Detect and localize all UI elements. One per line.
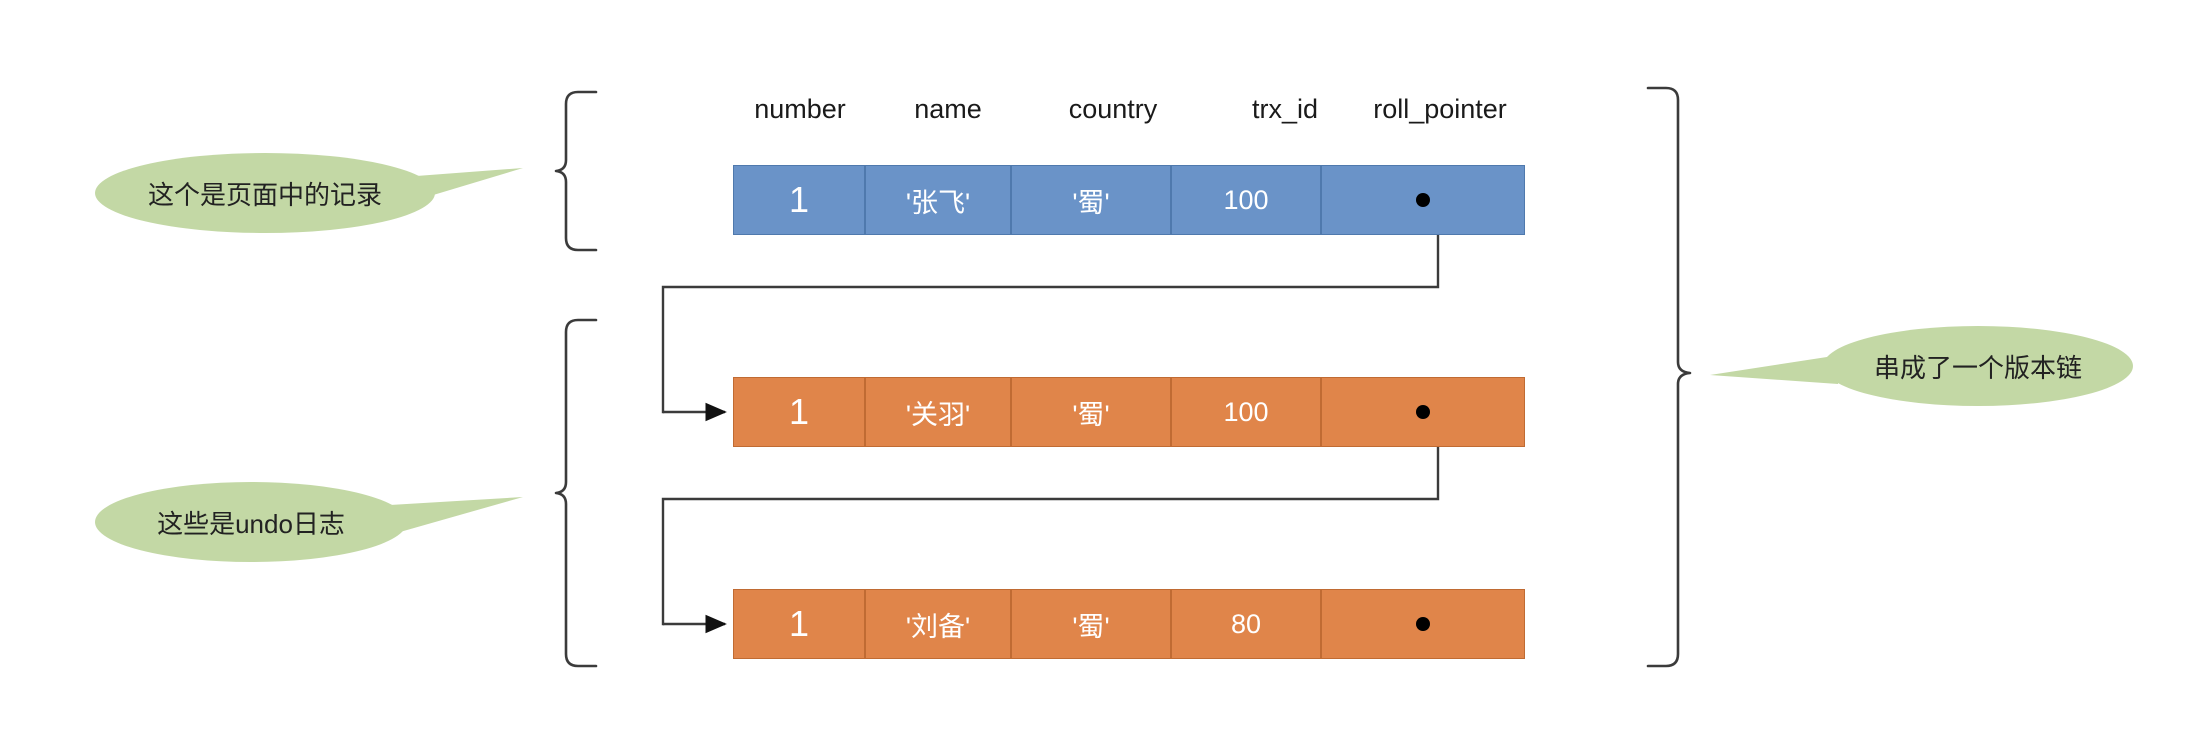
column-header-name: name — [914, 94, 982, 124]
cell-number: 1 — [733, 589, 865, 659]
bracket-undo-logs-icon — [554, 318, 598, 668]
callout-tail-version-chain-icon — [1710, 355, 1840, 384]
cell-number: 1 — [733, 377, 865, 447]
cell-roll-pointer — [1321, 589, 1525, 659]
cell-roll-pointer — [1321, 377, 1525, 447]
cell-trx-id: 80 — [1171, 589, 1321, 659]
cell-number: 1 — [733, 165, 865, 235]
callout-page-record: 这个是页面中的记录 — [95, 153, 435, 233]
table-row-page-record[interactable]: 1 '张飞' '蜀' 100 — [733, 165, 1525, 235]
callout-version-chain: 串成了一个版本链 — [1823, 326, 2133, 406]
table-row-undo-log-1[interactable]: 1 '关羽' '蜀' 100 — [733, 377, 1525, 447]
callout-tail-undo-logs-icon — [390, 497, 523, 532]
cell-country: '蜀' — [1011, 377, 1171, 447]
cell-roll-pointer — [1321, 165, 1525, 235]
cell-name: '刘备' — [865, 589, 1011, 659]
column-header-roll-pointer: roll_pointer — [1373, 94, 1507, 124]
callout-undo-logs: 这些是undo日志 — [95, 482, 407, 562]
cell-name: '关羽' — [865, 377, 1011, 447]
column-header-number: number — [754, 94, 846, 124]
column-header-trx-id: trx_id — [1251, 94, 1319, 124]
bracket-version-chain-icon — [1646, 86, 1692, 668]
cell-trx-id: 100 — [1171, 165, 1321, 235]
cell-trx-id: 100 — [1171, 377, 1321, 447]
cell-country: '蜀' — [1011, 165, 1171, 235]
bracket-page-record-icon — [554, 90, 598, 252]
cell-name: '张飞' — [865, 165, 1011, 235]
roll-pointer-dot-icon — [1416, 405, 1430, 419]
table-row-undo-log-2[interactable]: 1 '刘备' '蜀' 80 — [733, 589, 1525, 659]
cell-country: '蜀' — [1011, 589, 1171, 659]
roll-pointer-dot-icon — [1416, 617, 1430, 631]
roll-pointer-dot-icon — [1416, 193, 1430, 207]
column-header-country: country — [1068, 94, 1158, 124]
